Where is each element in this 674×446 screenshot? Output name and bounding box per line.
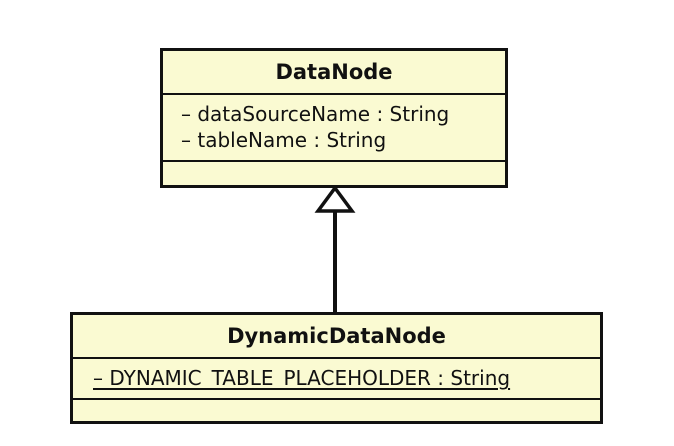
class-name-dynamicdatanode: DynamicDataNode — [227, 324, 446, 348]
attribute-row: – dataSourceName : String — [163, 101, 505, 127]
class-name-datanode: DataNode — [275, 60, 393, 84]
attribute-row: – tableName : String — [163, 127, 505, 153]
uml-class-dynamicdatanode[interactable]: DynamicDataNode – DYNAMIC_TABLE_PLACEHOL… — [70, 312, 603, 424]
compartment-separator — [163, 160, 505, 162]
operations-compartment-dynamicdatanode — [73, 400, 600, 422]
attribute-row-static: – DYNAMIC_TABLE_PLACEHOLDER : String — [73, 365, 600, 391]
operations-compartment-datanode — [163, 162, 505, 185]
compartment-separator — [73, 398, 600, 400]
uml-class-datanode[interactable]: DataNode – dataSourceName : String – tab… — [160, 48, 508, 188]
compartment-separator — [163, 93, 505, 95]
attributes-compartment-datanode: – dataSourceName : String – tableName : … — [163, 95, 505, 160]
generalization-arrowhead-icon — [314, 185, 356, 213]
attribute-text: – DYNAMIC_TABLE_PLACEHOLDER : String — [93, 366, 511, 390]
attribute-text: – dataSourceName : String — [181, 102, 450, 126]
compartment-separator — [73, 357, 600, 359]
attribute-text: – tableName : String — [181, 128, 387, 152]
attributes-compartment-dynamicdatanode: – DYNAMIC_TABLE_PLACEHOLDER : String — [73, 359, 600, 398]
